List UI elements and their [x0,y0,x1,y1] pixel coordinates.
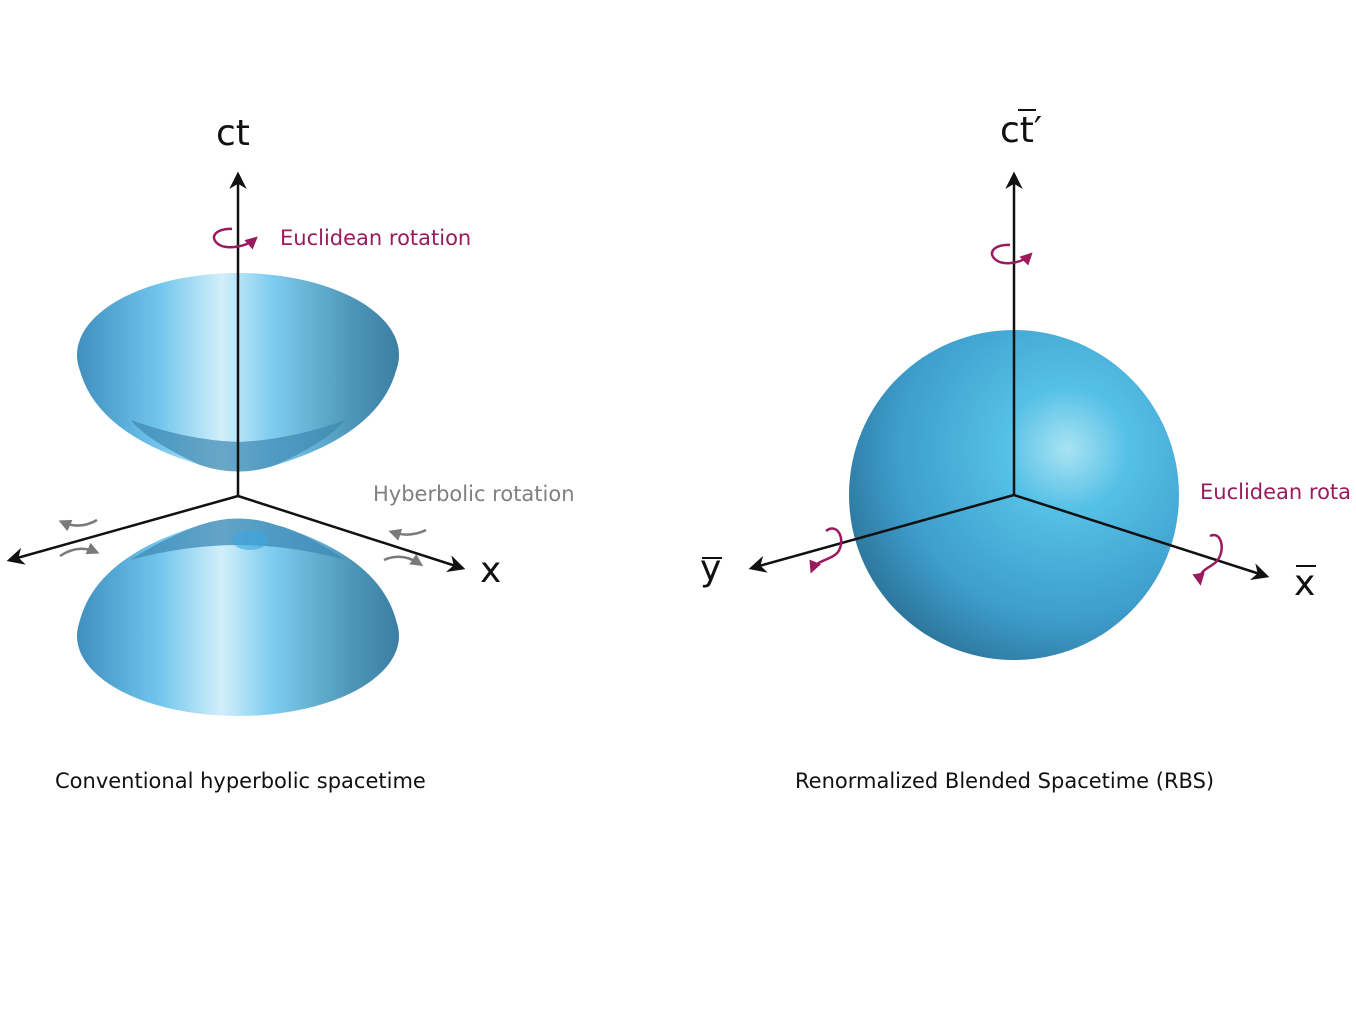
x-rotation-icon [1192,533,1223,586]
right-panel: ct′ x y Euclidean rota Renormalized Blen… [700,109,1351,793]
x-axis [237,494,466,573]
left-euclidean-label: Euclidean rotation [280,226,471,250]
right-rotation-icons [809,243,1223,586]
left-panel: ct x Euclidean rotation Hyberbolic rotat… [6,113,575,793]
right-ct-label: ct′ [1000,110,1042,151]
right-caption: Renormalized Blended Spacetime (RBS) [795,769,1214,793]
right-y-label-group: y [700,548,722,589]
right-x-label: x [1294,563,1315,604]
euclidean-rotation-icon [212,227,258,250]
left-caption: Conventional hyperbolic spacetime [55,769,426,793]
left-ct-label: ct [216,113,250,154]
right-ct-label-group: ct′ [1000,109,1042,151]
right-y-axis [748,493,1015,573]
right-x-axis [1013,493,1270,581]
hyperbolic-label: Hyberbolic rotation [373,482,575,506]
hyperbolic-rotation-icon [58,518,427,567]
left-x-label: x [480,550,501,591]
right-euclidean-label: Euclidean rota [1200,480,1351,504]
lower-light-cone [77,518,399,716]
right-x-label-group: x [1294,563,1316,604]
ct-rotation-icon [990,243,1033,266]
y-axis [6,494,239,565]
y-rotation-icon [809,527,843,574]
right-y-label: y [700,548,721,589]
